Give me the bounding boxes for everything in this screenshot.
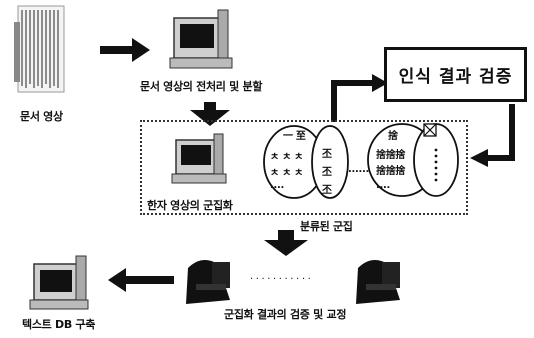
verify-result-label: 인식 결과 검증: [399, 62, 513, 87]
computer-icon: [170, 10, 232, 68]
doc-image-label: 문서 영상: [20, 108, 63, 124]
cluster-glyph: 捨: [388, 127, 398, 142]
cluster-glyph: 丕: [322, 145, 332, 160]
cluster-glyph: ㅊ ㅊ ㅊ: [270, 148, 303, 163]
review-label: 군집화 결과의 검증 및 교정: [224, 306, 346, 322]
cluster-glyph: ㅊ ㅊ ㅊ: [270, 164, 303, 179]
workstation-icon: [186, 260, 230, 304]
clusters-label: 분류된 군집: [300, 218, 353, 234]
arrow-verify-to-clusters: [470, 104, 512, 167]
clustering-label: 한자 영상의 군집화: [147, 197, 233, 213]
arrow-clusters-to-verify: [334, 74, 388, 122]
arrow-review-to-db: [108, 268, 174, 292]
cluster-glyph: 捨捨捨: [376, 146, 405, 161]
cluster-glyph: 丕: [322, 163, 332, 178]
cluster-glyph: ....: [376, 180, 390, 191]
arrow-doc-to-preprocess: [100, 38, 150, 62]
preprocess-label: 문서 영상의 전처리 및 분할: [140, 78, 262, 94]
workstation-icon: [356, 260, 400, 304]
cluster-ellipsis: ......: [348, 164, 369, 175]
document-image-icon: [14, 6, 64, 92]
computer-icon: [30, 256, 88, 309]
cluster-glyph: 捨捨捨: [376, 162, 405, 177]
db-build-label: 텍스트 DB 구축: [22, 316, 95, 332]
verify-result-box: 인식 결과 검증: [384, 47, 527, 102]
cluster-glyph: 丕: [322, 181, 332, 196]
cluster-glyph: 一 至: [283, 127, 306, 142]
review-ellipsis: · · · · · · · · · · ·: [250, 274, 310, 285]
cluster-glyph: ....: [270, 180, 284, 191]
